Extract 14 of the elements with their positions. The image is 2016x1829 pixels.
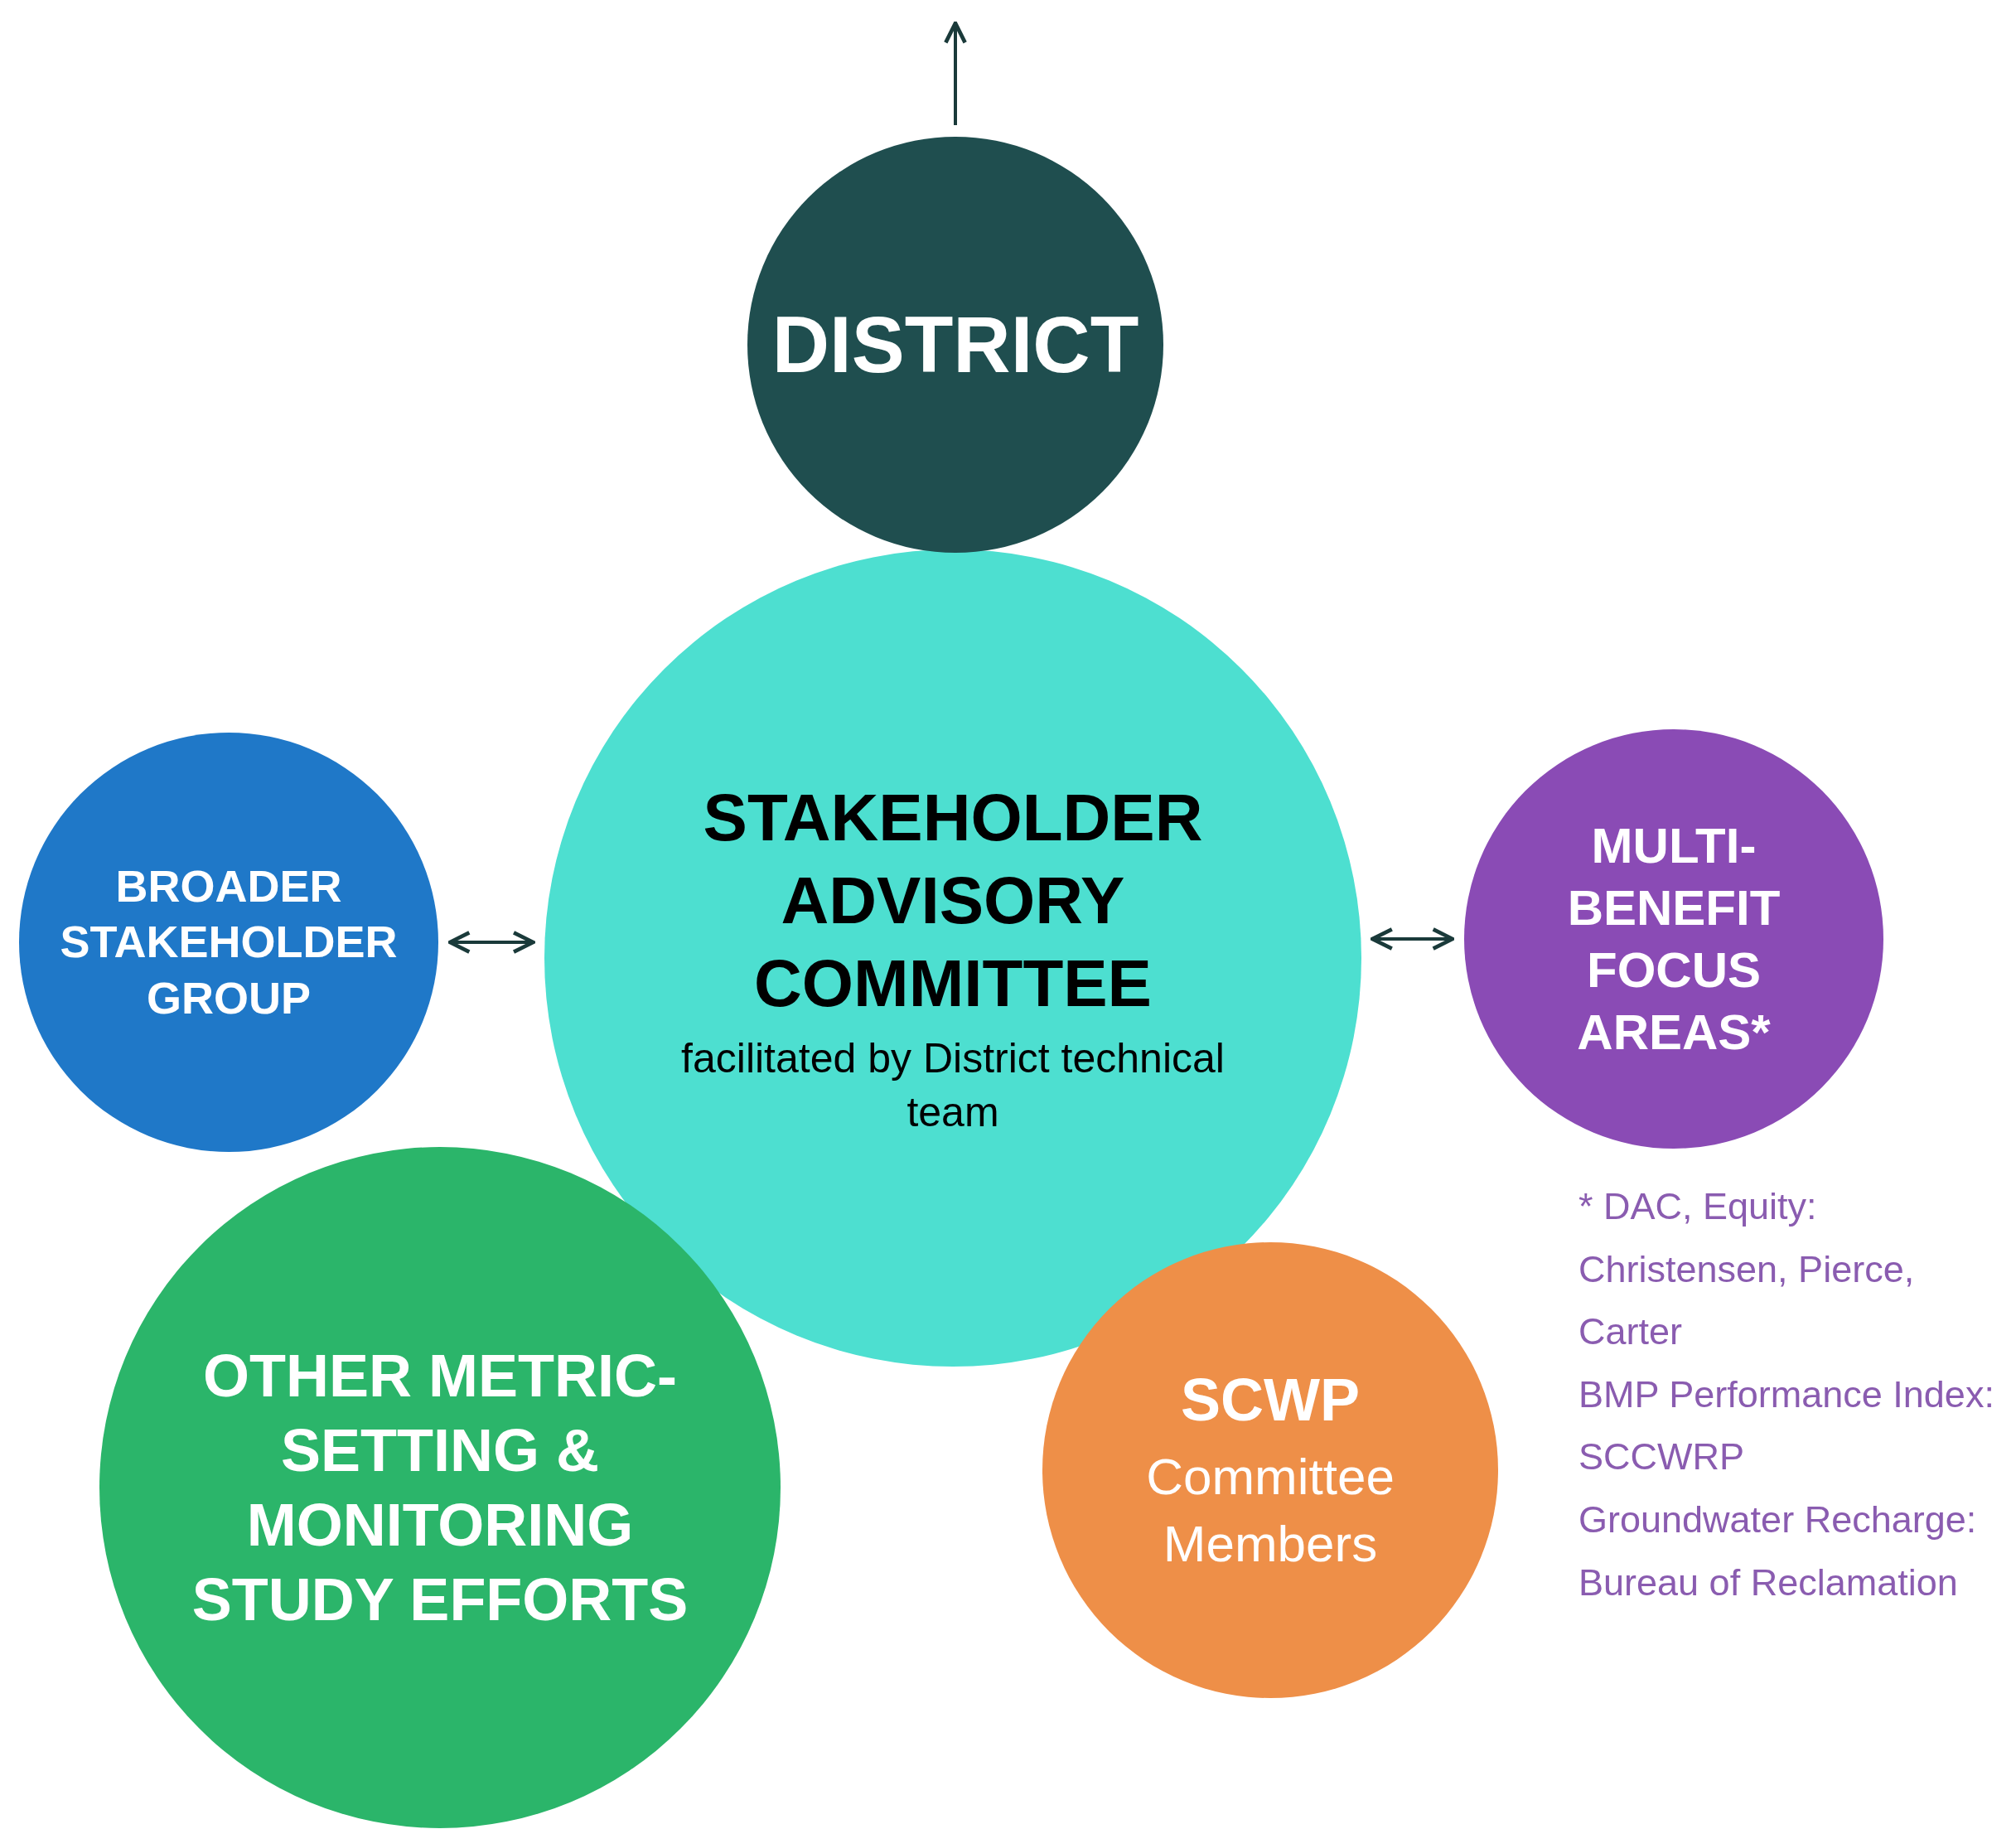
circle-title: SCWP [1181,1366,1360,1435]
double-arrow [447,931,535,954]
circle-title: STAKEHOLDER ADVISORY COMMITTEE [702,780,1204,1022]
arrow [944,21,967,125]
footnote-text: BMP Performance Index: SCCWRP [1578,1372,1995,1480]
circle-subtitle: Committee Members [1145,1447,1395,1574]
circle-subtitle: facilitated by District technical team [680,1034,1226,1137]
circle-title: BROADER STAKEHOLDER GROUP [59,859,399,1024]
double-arrow [1371,927,1455,951]
circle-title: OTHER METRIC-SETTING & MONITORING STUDY EFFORTS [191,1342,689,1634]
circle-title: DISTRICT [771,299,1139,390]
circle-title: MULTI-BENEFIT FOCUS AREAS* [1566,817,1782,1062]
footnote-text: Groundwater Recharge: Bureau of Reclamation [1578,1497,1978,1605]
footnote-text: * DAC, Equity: Christensen, Pierce, Carter [1578,1184,1916,1355]
